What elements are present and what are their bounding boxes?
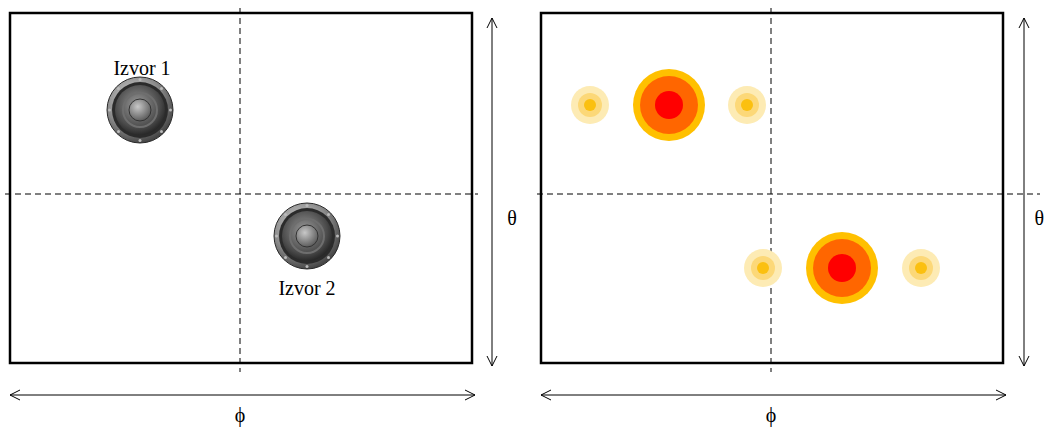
dashed-axis xyxy=(5,194,478,195)
dashed-axis xyxy=(240,8,241,372)
side-lobe xyxy=(571,86,609,124)
axis-label: θ xyxy=(505,207,519,229)
speaker-icon xyxy=(274,203,340,269)
dashed-axis xyxy=(537,194,1040,195)
main-lobe xyxy=(806,232,878,304)
axis-label: ϕ xyxy=(233,404,248,426)
panel-frame xyxy=(541,13,1003,363)
panel-frame xyxy=(10,13,472,363)
phi-axis-arrow xyxy=(541,395,1006,396)
theta-axis-arrow xyxy=(492,18,493,366)
source-label: Izvor 2 xyxy=(276,277,337,299)
phi-axis-arrow xyxy=(10,395,475,396)
left-panel xyxy=(5,8,492,395)
dashed-axis xyxy=(771,8,772,372)
main-lobe xyxy=(633,69,705,141)
side-lobe xyxy=(744,249,782,287)
speaker-icon xyxy=(107,77,173,143)
side-lobe xyxy=(902,249,940,287)
side-lobe xyxy=(728,86,766,124)
theta-axis-arrow xyxy=(1024,18,1025,366)
axis-label: θ xyxy=(1032,207,1046,229)
axis-label: ϕ xyxy=(764,404,779,426)
right-panel xyxy=(537,8,1040,395)
source-label: Izvor 1 xyxy=(111,57,172,79)
